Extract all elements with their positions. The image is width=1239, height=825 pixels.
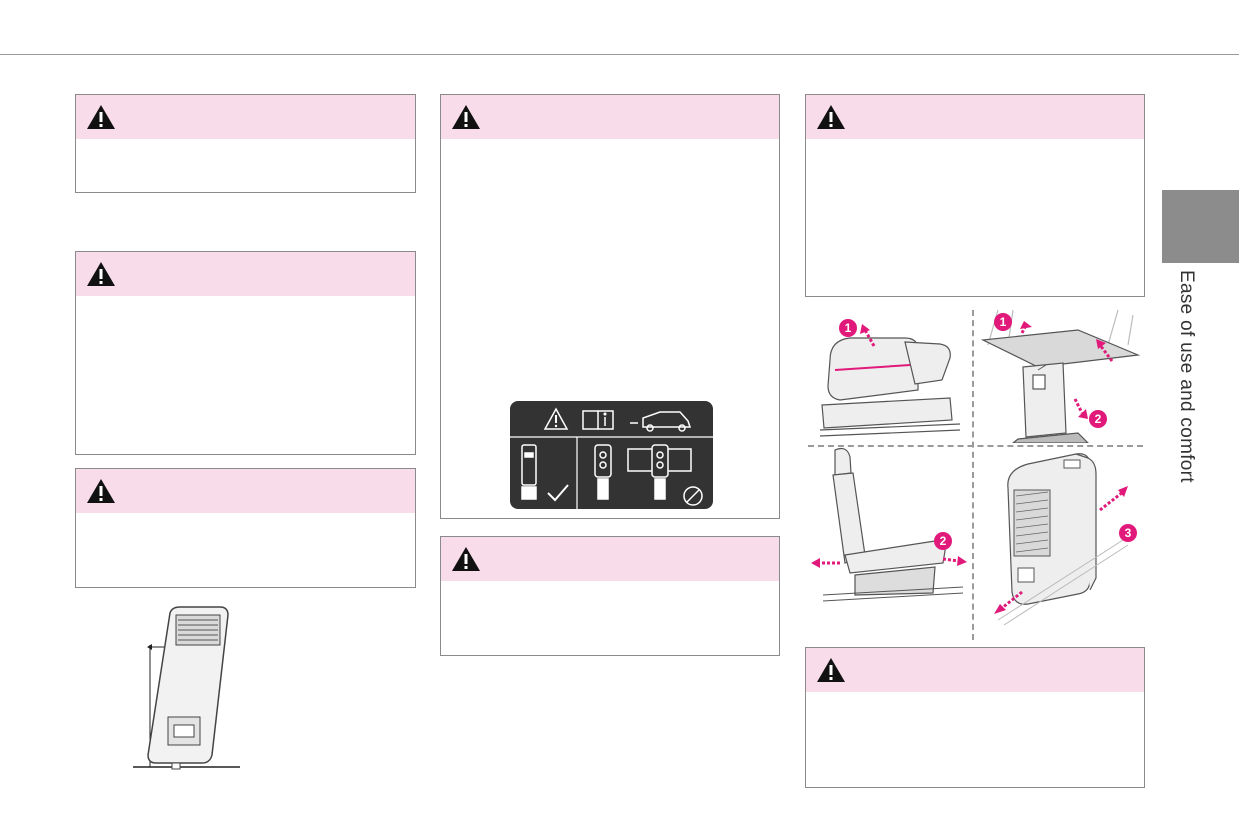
figure-divider-horizontal [808, 445, 1143, 447]
warning-box-5 [440, 536, 780, 656]
console-tilt-illustration [133, 606, 240, 770]
console-slide-illustration: 3 [994, 453, 1137, 626]
warning-triangle-icon [817, 658, 845, 682]
warning-box-3 [75, 468, 416, 588]
chapter-tab-label: Ease of use and comfort [1176, 270, 1197, 483]
child-seat-symbol-panel [510, 401, 713, 509]
warning-header [76, 252, 415, 296]
warning-triangle-icon [543, 407, 569, 430]
warning-header [806, 95, 1144, 139]
warning-triangle-icon [87, 105, 115, 129]
forward-facing-seat-icon [521, 444, 537, 500]
svg-text:2: 2 [940, 534, 947, 548]
seat-slide-illustration: 2 [811, 447, 967, 602]
warning-header [441, 537, 779, 581]
warning-triangle-icon [452, 547, 480, 571]
warning-triangle-icon [87, 479, 115, 503]
warning-header [76, 95, 415, 139]
svg-text:2: 2 [1095, 412, 1102, 426]
check-icon [547, 484, 569, 502]
step-marker-2b [934, 532, 952, 550]
step-marker-3 [1119, 524, 1137, 542]
warning-box-1 [75, 94, 416, 193]
car-rear-icon [630, 411, 692, 432]
warning-header [441, 95, 779, 139]
warning-triangle-icon [817, 105, 845, 129]
symbol-panel-graphics [510, 407, 713, 509]
warning-box-6 [805, 94, 1145, 297]
step-marker-1 [839, 319, 857, 337]
rear-facing-seat-icon [594, 444, 692, 500]
step-marker-1b [994, 313, 1012, 331]
warning-header [76, 469, 415, 513]
warning-triangle-icon [87, 262, 115, 286]
warning-box-7 [805, 647, 1145, 788]
warning-header [806, 648, 1144, 692]
step-marker-2 [1089, 410, 1107, 428]
svg-text:3: 3 [1125, 526, 1132, 540]
svg-text:1: 1 [845, 321, 852, 335]
figure-divider-vertical [972, 310, 974, 640]
top-rule [0, 54, 1239, 55]
armrest-fold-illustration: 1 [819, 319, 961, 437]
svg-text:1: 1 [1000, 315, 1007, 329]
armrest-table-illustration: 1 2 [980, 309, 1141, 443]
chapter-tab[interactable] [1162, 190, 1239, 263]
warning-box-2 [75, 251, 416, 455]
prohibited-icon [683, 486, 703, 506]
warning-triangle-icon [452, 105, 480, 129]
manual-info-icon [582, 410, 614, 430]
